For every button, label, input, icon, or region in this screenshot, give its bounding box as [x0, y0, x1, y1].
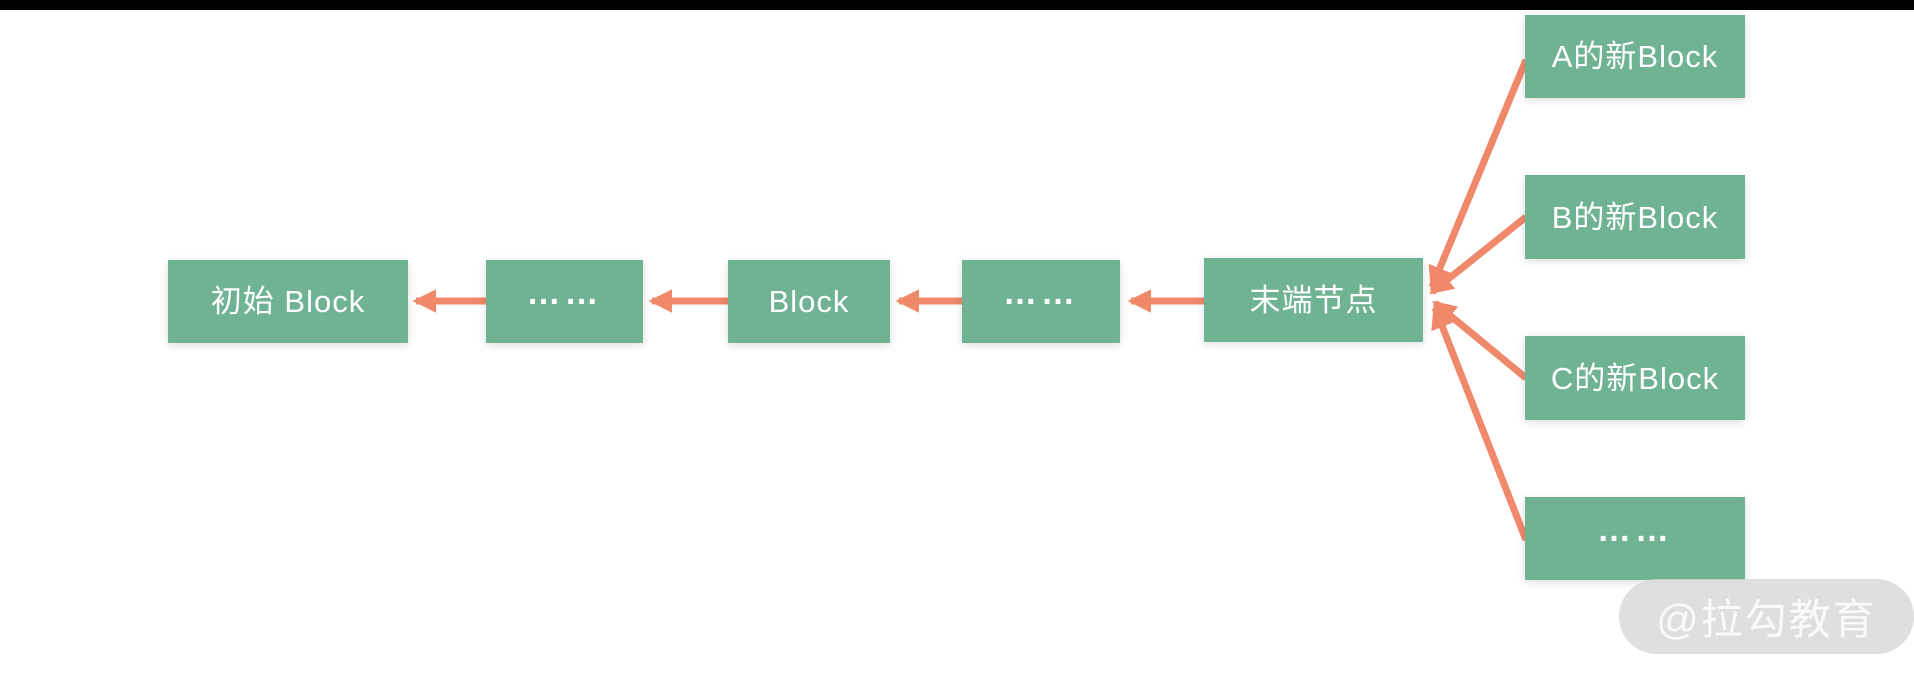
node-block: Block — [728, 260, 890, 343]
watermark-label: @拉勾教育 — [1656, 596, 1877, 643]
node-ellipsis-1: …… — [486, 260, 643, 343]
node-label: 初始 Block — [210, 284, 366, 319]
node-end-node: 末端节点 — [1204, 258, 1423, 342]
node-label: …… — [1003, 273, 1079, 312]
node-new-block-ellipsis: …… — [1525, 497, 1745, 580]
node-label: B的新Block — [1551, 199, 1719, 235]
node-label: C的新Block — [1550, 360, 1720, 396]
node-label: Block — [768, 284, 850, 319]
node-ellipsis-2: …… — [962, 260, 1120, 343]
arrow-blockC-to-endnode — [1432, 300, 1529, 381]
node-label: …… — [1597, 510, 1673, 549]
arrow-blockB-to-endnode — [1429, 214, 1529, 295]
arrow-blockA-to-endnode — [1428, 58, 1530, 291]
node-label: …… — [526, 273, 603, 312]
watermark-lagou-edu: @拉勾教育 — [1619, 579, 1914, 654]
node-label: A的新Block — [1551, 39, 1719, 74]
node-label: 末端节点 — [1249, 282, 1378, 318]
node-new-block-a: A的新Block — [1525, 15, 1745, 98]
node-new-block-b: B的新Block — [1525, 175, 1745, 259]
node-new-block-c: C的新Block — [1525, 336, 1745, 420]
arrow-blockDots-to-endnode — [1431, 304, 1530, 542]
top-black-bar — [0, 0, 1914, 10]
node-initial-block: 初始 Block — [168, 260, 408, 343]
